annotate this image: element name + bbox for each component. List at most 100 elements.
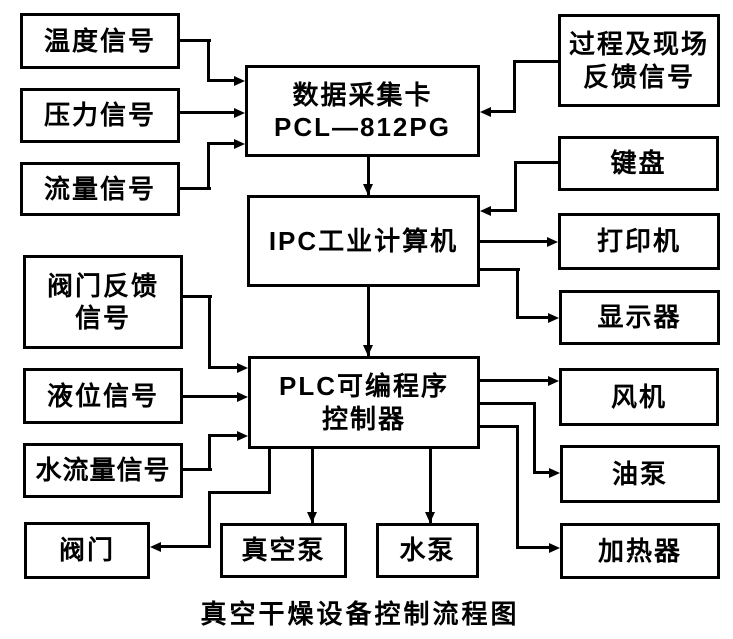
edge-ipc-display-seg1 [480, 268, 520, 271]
arrow-feedback-daq-icon [480, 107, 491, 117]
arrow-flow-daq-icon [234, 139, 245, 149]
edge-level-plc-seg1 [183, 395, 237, 398]
edge-plc-waterpump-seg1 [429, 449, 432, 523]
node-flow-signal-label: 流量信号 [43, 173, 156, 204]
node-keyboard-label: 键盘 [610, 148, 667, 179]
edge-flow-daq-seg2 [207, 142, 210, 190]
edge-valvefb-plc-seg2 [208, 295, 211, 369]
node-display: 显示器 [559, 290, 720, 345]
edge-ipc-plc-seg1 [367, 287, 370, 356]
node-temp-signal: 温度信号 [20, 13, 180, 69]
edge-plc-heater-seg2 [516, 425, 519, 549]
arrow-plc-oil-icon [549, 468, 560, 478]
edge-feedback-daq-seg2 [513, 60, 516, 113]
edge-plc-valve-seg1 [268, 449, 271, 494]
figure-caption: 真空干燥设备控制流程图 [200, 599, 520, 629]
node-plc-controller: PLC可编程序 控制器 [248, 356, 480, 449]
node-valve-label: 阀门 [58, 535, 115, 566]
node-printer: 打印机 [558, 213, 720, 270]
node-process-feedback-signal: 过程及现场 反馈信号 [558, 14, 720, 107]
node-display-label: 显示器 [597, 302, 682, 333]
edge-pressure-daq-seg1 [180, 111, 234, 114]
node-vacuum-pump: 真空泵 [220, 523, 347, 578]
edge-temp-daq-seg3 [207, 79, 234, 82]
edge-flow-daq-seg3 [207, 142, 234, 145]
node-heater: 加热器 [560, 523, 720, 579]
edge-plc-valve-seg3 [208, 491, 211, 548]
edge-plc-fan-seg1 [480, 379, 548, 382]
arrow-waterflow-plc-icon [237, 431, 248, 441]
node-valve: 阀门 [24, 522, 150, 579]
edge-plc-valve-seg2 [208, 491, 271, 494]
edge-plc-vacuum-seg1 [311, 449, 314, 523]
node-process-feedback-line2: 反馈信号 [582, 61, 695, 92]
node-fan: 风机 [559, 368, 719, 426]
edge-plc-heater-seg1 [480, 425, 519, 428]
arrow-plc-fan-icon [548, 376, 559, 386]
node-water-pump-label: 水泵 [399, 535, 456, 566]
edge-waterflow-plc-seg3 [208, 434, 237, 437]
node-pressure-signal-label: 压力信号 [43, 100, 156, 131]
edge-keyboard-ipc-seg2 [514, 161, 517, 212]
arrow-ipc-plc-icon [363, 345, 373, 356]
node-flow-signal: 流量信号 [20, 162, 180, 216]
edge-ipc-display-seg3 [516, 316, 548, 319]
arrow-plc-valve-icon [150, 542, 161, 552]
edge-feedback-daq-seg3 [491, 110, 516, 113]
edge-plc-oil-seg2 [533, 402, 536, 474]
arrow-level-plc-icon [237, 392, 248, 402]
node-ipc-label: IPC工业计算机 [268, 225, 459, 256]
node-daq-line2: PCL—812PG [274, 112, 451, 142]
arrow-pressure-daq-icon [234, 108, 245, 118]
arrow-plc-heater-icon [549, 543, 560, 553]
edge-plc-valve-seg4 [161, 545, 211, 548]
edge-daq-ipc-seg1 [367, 157, 370, 195]
arrow-plc-waterpump-icon [425, 512, 435, 523]
node-temp-signal-label: 温度信号 [43, 25, 156, 56]
edge-plc-oil-seg3 [533, 471, 549, 474]
node-water-flow-signal-label: 水流量信号 [35, 455, 171, 486]
edge-valvefb-plc-seg3 [208, 366, 237, 369]
node-oil-pump: 油泵 [560, 445, 720, 503]
node-process-feedback-line1: 过程及现场 [568, 29, 709, 59]
edge-ipc-display-seg2 [516, 268, 519, 319]
node-fan-label: 风机 [610, 381, 667, 412]
node-pressure-signal: 压力信号 [20, 88, 180, 143]
edge-waterflow-plc-seg1 [183, 468, 212, 471]
edge-temp-daq-seg1 [180, 39, 211, 42]
node-daq-line1: 数据采集卡 [292, 79, 433, 110]
node-level-signal-label: 液位信号 [46, 380, 159, 411]
arrow-plc-vacuum-icon [307, 512, 317, 523]
edge-flow-daq-seg1 [180, 187, 211, 190]
node-printer-label: 打印机 [596, 226, 681, 257]
arrow-ipc-printer-icon [547, 237, 558, 247]
edge-temp-daq-seg2 [207, 39, 210, 82]
edge-plc-oil-seg1 [480, 402, 536, 405]
node-daq-card: 数据采集卡 PCL—812PG [245, 65, 480, 157]
node-heater-label: 加热器 [597, 535, 682, 566]
edge-keyboard-ipc-seg1 [515, 161, 558, 164]
arrow-ipc-display-icon [548, 313, 559, 323]
edge-plc-heater-seg3 [516, 546, 549, 549]
node-water-flow-signal: 水流量信号 [23, 443, 183, 498]
arrow-keyboard-ipc-icon [480, 206, 491, 216]
edge-feedback-daq-seg1 [514, 60, 558, 63]
node-vacuum-pump-label: 真空泵 [241, 535, 326, 566]
node-plc-line2: 控制器 [321, 403, 406, 434]
node-ipc-computer: IPC工业计算机 [247, 195, 480, 287]
arrow-temp-daq-icon [234, 76, 245, 86]
node-level-signal: 液位信号 [23, 368, 183, 424]
edge-ipc-printer-seg1 [480, 240, 547, 243]
arrow-daq-ipc-icon [363, 184, 373, 195]
node-valve-feedback-line1: 阀门反馈 [46, 270, 159, 301]
node-valve-feedback-signal: 阀门反馈 信号 [23, 255, 183, 349]
arrow-valvefb-plc-icon [237, 363, 248, 373]
node-water-pump: 水泵 [376, 523, 479, 578]
node-keyboard: 键盘 [558, 136, 719, 191]
edge-keyboard-ipc-seg3 [491, 209, 517, 212]
edge-valvefb-plc-seg1 [183, 295, 212, 298]
node-oil-pump-label: 油泵 [611, 458, 668, 489]
edge-waterflow-plc-seg2 [208, 434, 211, 471]
node-valve-feedback-line2: 信号 [74, 303, 131, 333]
node-plc-line1: PLC可编程序 [278, 371, 449, 401]
